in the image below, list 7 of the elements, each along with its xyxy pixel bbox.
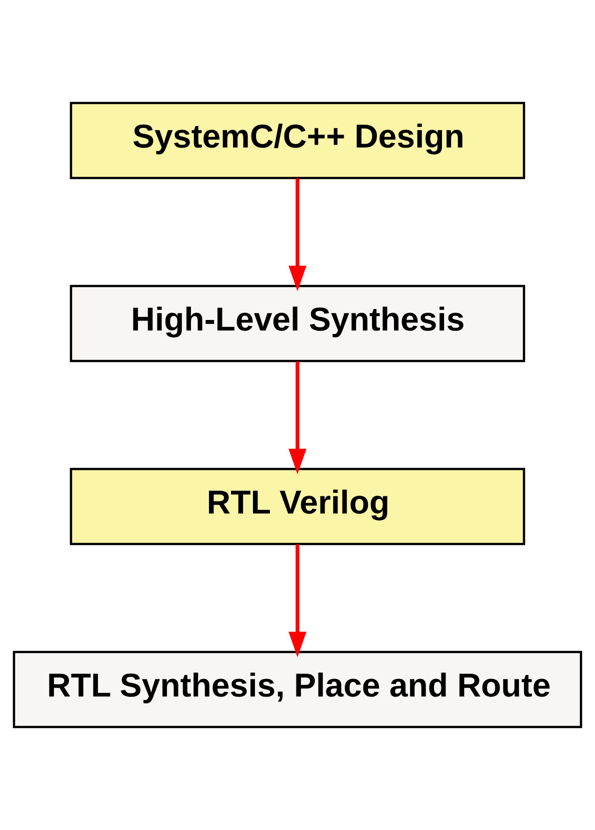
- node-box: SystemC/C++ Design: [70, 102, 526, 180]
- node-box: High-Level Synthesis: [70, 284, 526, 362]
- arrow: [288, 544, 306, 658]
- node-box: RTL Synthesis, Place and Route: [12, 650, 582, 728]
- node-box: RTL Verilog: [70, 468, 526, 546]
- arrow: [288, 361, 306, 474]
- arrow: [288, 178, 306, 292]
